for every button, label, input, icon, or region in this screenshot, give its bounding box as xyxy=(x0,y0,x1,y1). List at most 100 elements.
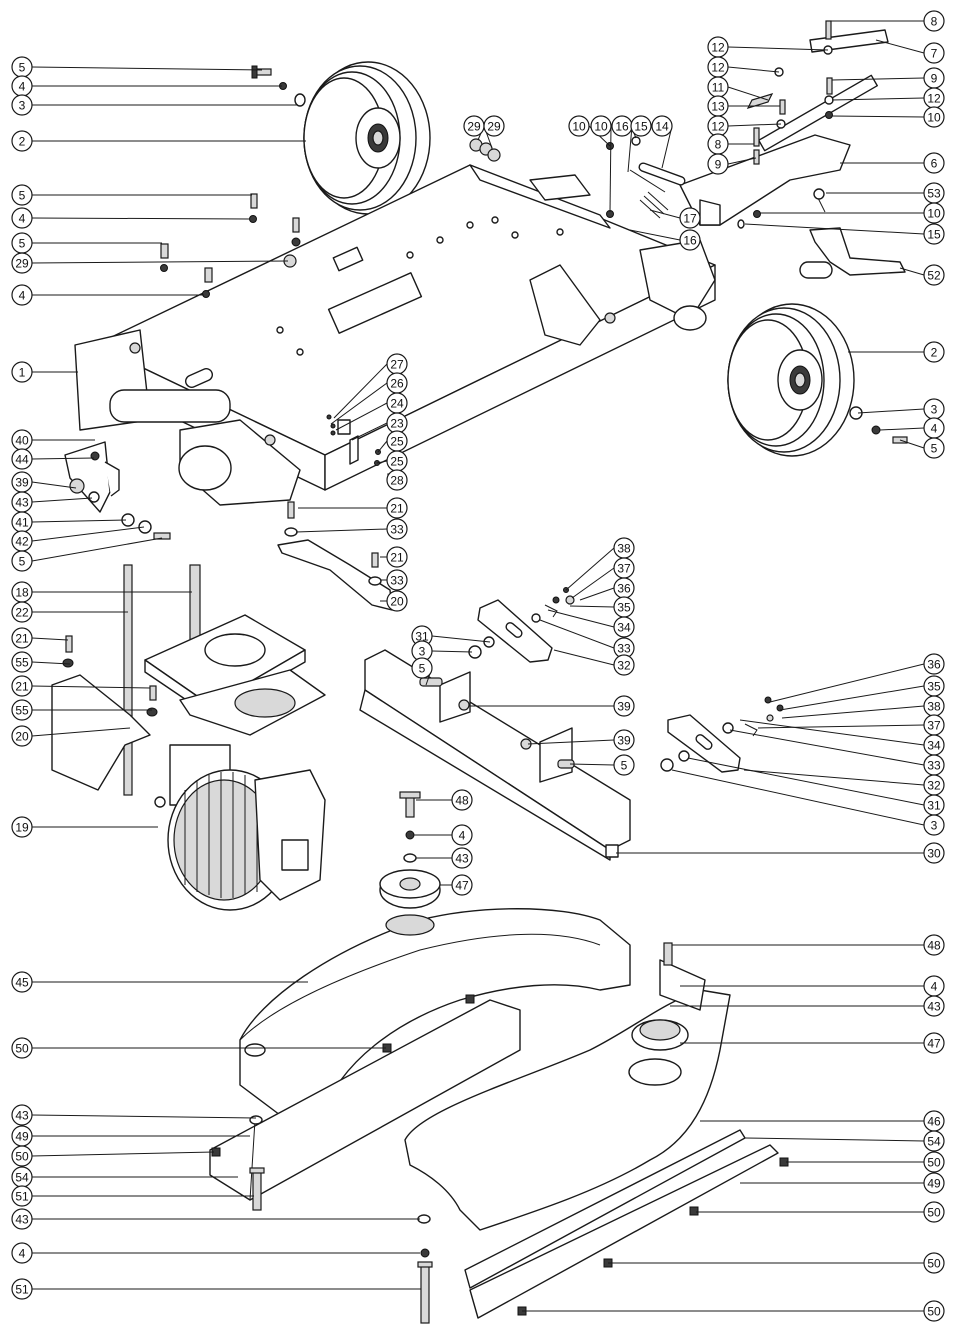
callout-circle xyxy=(923,1130,945,1152)
callout-leader-line xyxy=(31,260,289,264)
part-callout: 39 xyxy=(613,729,635,751)
part-callout: 4 xyxy=(11,75,33,97)
callout-circle xyxy=(923,341,945,363)
callout-number: 17 xyxy=(683,212,697,226)
part-callout: 21 xyxy=(386,497,408,519)
callout-number: 15 xyxy=(634,120,648,134)
callout-number: 18 xyxy=(15,586,29,600)
callout-leader-line xyxy=(727,123,782,127)
callout-number: 47 xyxy=(927,1037,941,1051)
part-callout: 31 xyxy=(923,794,945,816)
callout-number: 25 xyxy=(390,455,404,469)
callout-number: 53 xyxy=(927,187,941,201)
leader-lines xyxy=(31,20,925,1312)
callout-leader-line xyxy=(431,650,473,653)
callout-circle xyxy=(707,153,729,175)
callout-leader-line xyxy=(661,125,673,169)
callout-leader-line xyxy=(831,97,925,101)
part-callout: 55 xyxy=(11,699,33,721)
part-callout: 5 xyxy=(411,657,433,679)
fastener-group xyxy=(160,20,908,479)
callout-number: 50 xyxy=(927,1206,941,1220)
part-callout: 47 xyxy=(923,1032,945,1054)
part-callout: 30 xyxy=(923,842,945,864)
callout-leader-line xyxy=(431,635,491,643)
callout-circle xyxy=(386,518,408,540)
chassis-frame xyxy=(74,164,716,506)
callout-number: 4 xyxy=(19,212,26,226)
callout-number: 27 xyxy=(390,358,404,372)
callout-leader-line xyxy=(875,39,925,54)
callout-number: 50 xyxy=(927,1257,941,1271)
callout-leader-line xyxy=(31,457,95,460)
callout-circle xyxy=(923,842,945,864)
callout-leader-line xyxy=(879,427,925,431)
part-callout: 12 xyxy=(707,56,729,78)
part-callout: 8 xyxy=(707,133,729,155)
part-callout: 43 xyxy=(923,995,945,1017)
callout-leader-line xyxy=(627,125,633,173)
callout-leader-line xyxy=(857,408,925,414)
part-callout: 50 xyxy=(923,1300,945,1322)
callout-number: 26 xyxy=(390,377,404,391)
callout-leader-line xyxy=(831,115,925,118)
part-callout: 16 xyxy=(679,229,701,251)
callout-circle xyxy=(11,651,33,673)
callout-circle xyxy=(11,601,33,623)
callout-circle xyxy=(630,115,652,137)
callout-leader-line xyxy=(831,77,925,81)
callout-number: 52 xyxy=(927,269,941,283)
deck-housing-left xyxy=(209,908,631,1201)
callout-leader-line xyxy=(31,519,127,523)
part-callout: 25 xyxy=(386,430,408,452)
callout-circle xyxy=(11,627,33,649)
callout-circle xyxy=(923,437,945,459)
callout-number: 5 xyxy=(621,759,628,773)
callout-leader-line xyxy=(744,1137,925,1142)
callout-circle xyxy=(923,1151,945,1173)
callout-circle xyxy=(11,130,33,152)
callout-number: 24 xyxy=(390,397,404,411)
callout-number: 7 xyxy=(931,47,938,61)
part-callout: 5 xyxy=(11,56,33,78)
callout-leader-line xyxy=(330,382,388,425)
part-callout: 32 xyxy=(923,774,945,796)
callout-leader-line xyxy=(899,439,925,449)
callout-number: 20 xyxy=(15,730,29,744)
callout-leader-line xyxy=(31,217,251,220)
callout-circle xyxy=(923,1172,945,1194)
part-callout: 33 xyxy=(923,754,945,776)
callout-leader-line xyxy=(539,619,615,649)
callout-number: 12 xyxy=(927,92,941,106)
part-callout: 52 xyxy=(923,264,945,286)
callout-number: 3 xyxy=(419,645,426,659)
callout-circle xyxy=(11,1145,33,1167)
callout-number: 47 xyxy=(455,879,469,893)
callout-leader-line xyxy=(727,66,780,73)
callout-number: 51 xyxy=(15,1190,29,1204)
callout-circle xyxy=(11,725,33,747)
part-callout: 42 xyxy=(11,530,33,552)
callout-number: 1 xyxy=(19,366,26,380)
callout-number: 4 xyxy=(459,829,466,843)
callout-circle xyxy=(11,1278,33,1300)
callout-leader-line xyxy=(609,125,612,213)
callout-number: 14 xyxy=(655,120,669,134)
callout-circle xyxy=(386,546,408,568)
link-arm-upper xyxy=(468,587,575,663)
callout-number: 11 xyxy=(712,81,725,95)
callout-circle xyxy=(386,569,408,591)
part-callout: 50 xyxy=(923,1201,945,1223)
callout-number: 34 xyxy=(927,739,941,753)
callout-circle xyxy=(923,995,945,1017)
callout-circle xyxy=(923,814,945,836)
part-callout: 33 xyxy=(386,518,408,540)
callout-number: 39 xyxy=(617,734,631,748)
part-callout: 12 xyxy=(707,115,729,137)
callout-leader-line xyxy=(579,587,615,601)
callout-circle xyxy=(11,971,33,993)
callout-number: 31 xyxy=(415,630,429,644)
motor-assembly xyxy=(154,744,326,911)
part-callout: 21 xyxy=(11,627,33,649)
callout-number: 3 xyxy=(19,99,26,113)
